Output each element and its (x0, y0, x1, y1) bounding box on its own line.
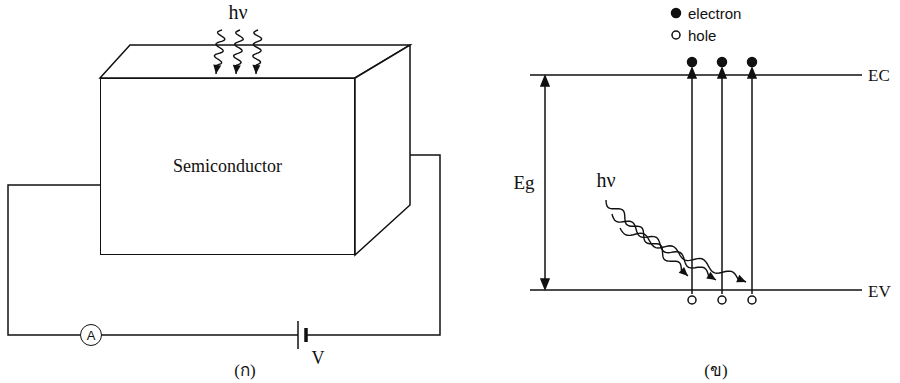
battery-plate (297, 321, 299, 349)
wire (100, 334, 298, 336)
arrowhead (252, 65, 260, 74)
legend-text: hole (688, 28, 716, 43)
arrowhead (748, 68, 756, 78)
arrowhead (541, 76, 549, 86)
valence-band-edge (530, 289, 862, 291)
electron-dot (718, 58, 727, 67)
arrowhead (541, 279, 549, 289)
node-label: Semiconductor (173, 156, 282, 177)
arrowhead (688, 68, 696, 78)
electron-dot (688, 58, 697, 67)
semiconductor-block: Semiconductor (100, 78, 355, 255)
valence-band-label: EV (868, 283, 891, 300)
excitation-arrow (721, 70, 723, 294)
legend-text: electron (688, 6, 741, 21)
arrowhead (736, 275, 746, 282)
gap-arrow (544, 80, 546, 285)
legend-electron-sample (672, 9, 681, 18)
gap-energy-label: Eg (513, 173, 534, 192)
photon-label: hν (228, 2, 247, 22)
arrowhead (213, 65, 221, 74)
hole-circle (748, 296, 756, 304)
block-side-face (355, 45, 410, 255)
photon-wave (620, 228, 746, 282)
photon-label: hν (596, 170, 615, 190)
panel-label: (ก) (234, 362, 255, 379)
hole-circle (718, 296, 726, 304)
photon-wave (234, 30, 244, 74)
voltage-label: V (312, 349, 325, 367)
arrowhead (718, 68, 726, 78)
battery-plate (304, 328, 308, 342)
photon-wave (253, 30, 262, 74)
conduction-band-label: EC (868, 67, 890, 84)
legend-hole-sample (672, 31, 680, 39)
hole-circle (688, 296, 696, 304)
electron-dot (748, 58, 757, 67)
arrowhead (679, 267, 688, 276)
arrowhead (233, 65, 241, 74)
node-label: A (87, 328, 96, 343)
excitation-arrow (751, 70, 753, 294)
panel-label: (ข) (704, 362, 727, 379)
wire-path (8, 185, 100, 335)
circuit-wire (8, 185, 100, 335)
conduction-band-edge (530, 74, 862, 76)
photon-wave (606, 200, 688, 276)
ammeter-symbol: A (80, 324, 102, 346)
